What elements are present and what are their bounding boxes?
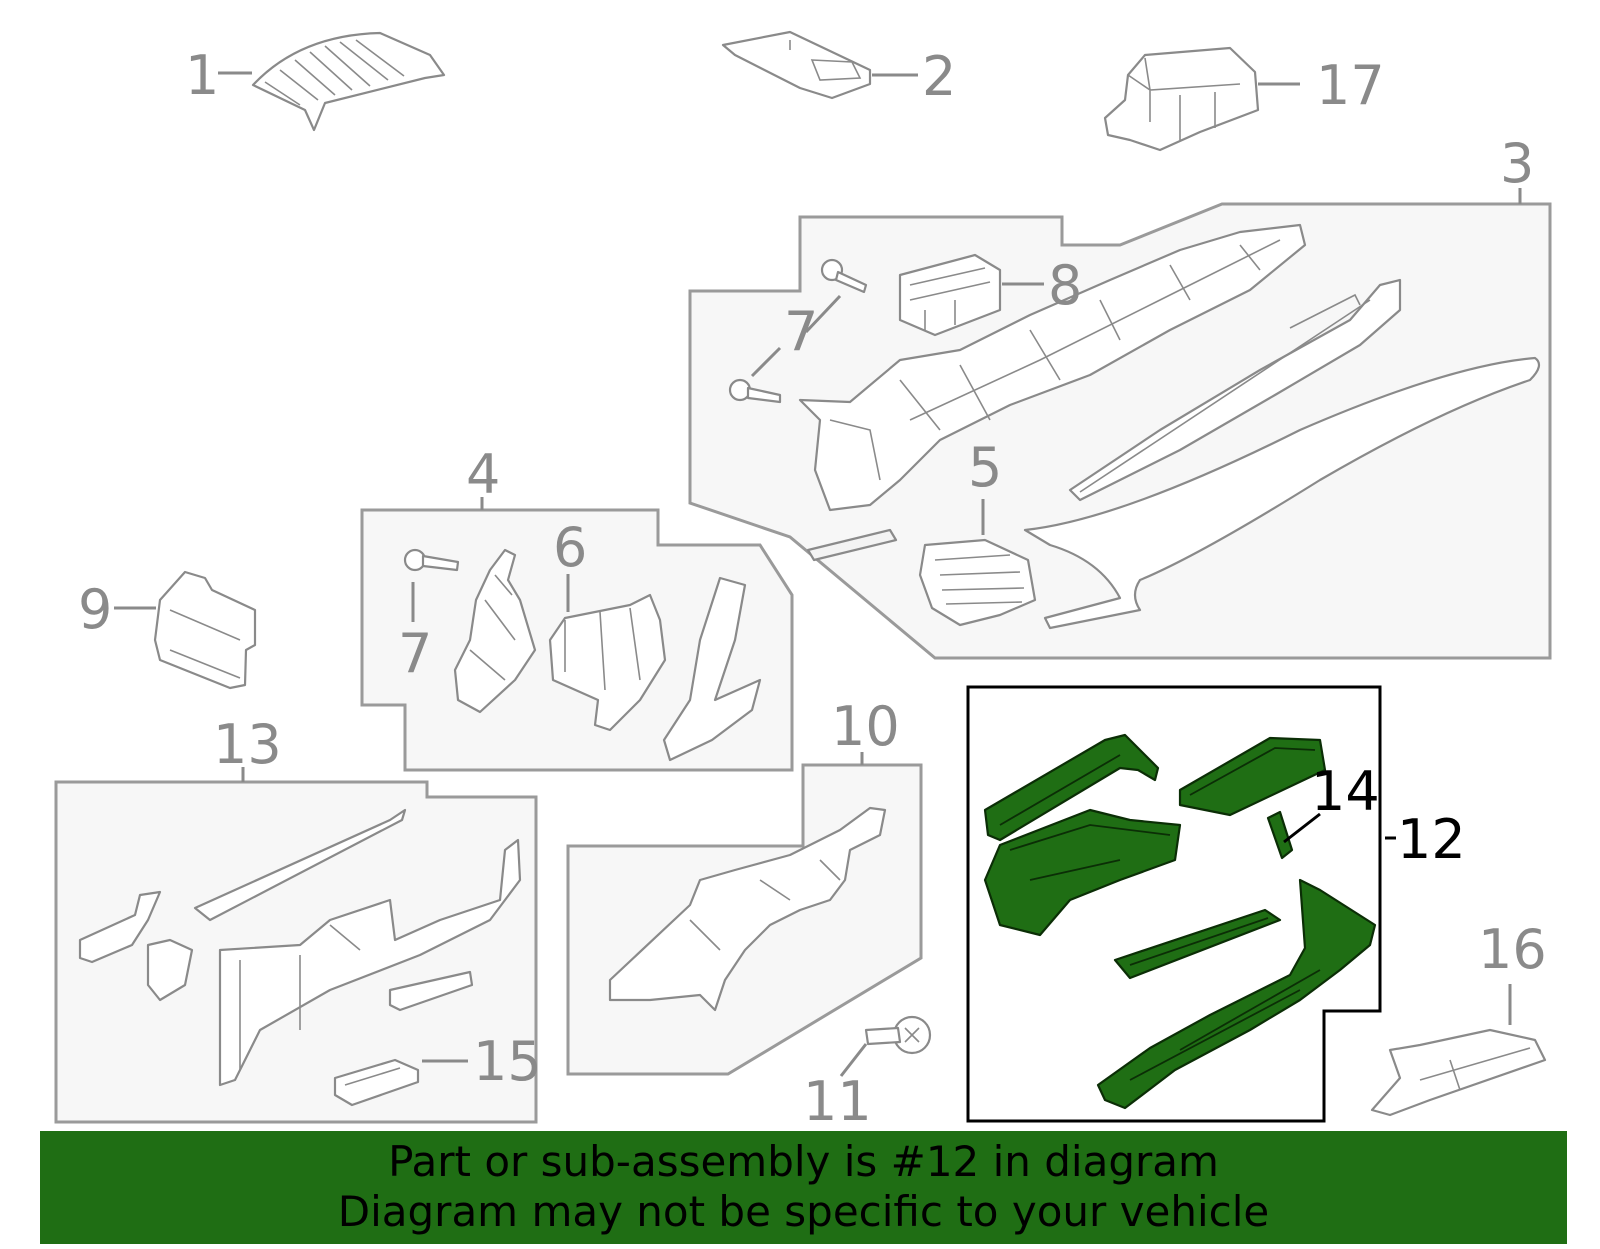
part-3-side-trim bbox=[1023, 278, 1541, 630]
callout-9: 9 bbox=[78, 578, 112, 641]
callout-3: 3 bbox=[1500, 132, 1534, 195]
part-12-console-rail bbox=[983, 733, 1160, 842]
part-2-trim-strip bbox=[721, 30, 872, 100]
part-1-grille-cover bbox=[251, 31, 446, 132]
info-banner: Part or sub-assembly is #12 in diagram D… bbox=[40, 1131, 1567, 1244]
callout-6: 6 bbox=[553, 516, 587, 579]
callout-4: 4 bbox=[466, 443, 500, 506]
part-13-knee-panel bbox=[193, 808, 522, 1087]
banner-line-1: Part or sub-assembly is #12 in diagram bbox=[388, 1137, 1219, 1186]
part-5-air-vent bbox=[918, 538, 1037, 627]
part-14-pin bbox=[1266, 810, 1294, 860]
part-7-screw-c bbox=[403, 548, 460, 572]
part-4-bracket bbox=[453, 548, 537, 714]
part-3-dash-carrier bbox=[798, 223, 1307, 562]
callout-11: 11 bbox=[803, 1070, 872, 1133]
callout-2: 2 bbox=[922, 45, 956, 108]
part-15-clip bbox=[333, 1058, 420, 1107]
callout-10: 10 bbox=[831, 695, 900, 758]
part-11-push-clip bbox=[864, 1015, 932, 1055]
callout-labels: 1 2 3 4 5 6 7 7 8 9 10 11 12 13 14 15 16… bbox=[78, 44, 1547, 1133]
part-9-bracket bbox=[153, 570, 257, 690]
callout-5: 5 bbox=[968, 436, 1002, 499]
part-12-lid-tray bbox=[1178, 736, 1327, 817]
callout-16: 16 bbox=[1478, 918, 1547, 981]
part-13-bracket-b bbox=[146, 938, 194, 1002]
part-12-bin bbox=[983, 808, 1182, 937]
part-10-support-bracket bbox=[608, 806, 887, 1012]
callout-7b: 7 bbox=[398, 622, 432, 685]
part-12-console-base bbox=[1096, 878, 1377, 1110]
callout-7a: 7 bbox=[784, 300, 818, 363]
part-6-vent-housing bbox=[548, 593, 667, 732]
callout-14: 14 bbox=[1311, 760, 1380, 823]
banner-line-2: Diagram may not be specific to your vehi… bbox=[337, 1187, 1270, 1236]
callout-13: 13 bbox=[213, 713, 282, 776]
part-4-side-panel bbox=[662, 576, 762, 762]
part-16-bracket bbox=[1370, 1028, 1547, 1117]
callout-1: 1 bbox=[185, 44, 219, 107]
part-7-screw-a bbox=[820, 258, 868, 294]
part-7-screw-b bbox=[728, 378, 782, 404]
callout-15: 15 bbox=[473, 1030, 542, 1093]
part-13-bracket-a bbox=[78, 890, 162, 964]
callout-8: 8 bbox=[1048, 254, 1082, 317]
part-17-airbag-module bbox=[1103, 46, 1260, 152]
leader-lines bbox=[114, 71, 1522, 1077]
part-8-clip bbox=[898, 253, 1002, 337]
callout-12: 12 bbox=[1397, 808, 1466, 871]
callout-17: 17 bbox=[1316, 54, 1385, 117]
part-12-mat bbox=[1113, 908, 1282, 980]
part-13-clip bbox=[388, 970, 474, 1012]
